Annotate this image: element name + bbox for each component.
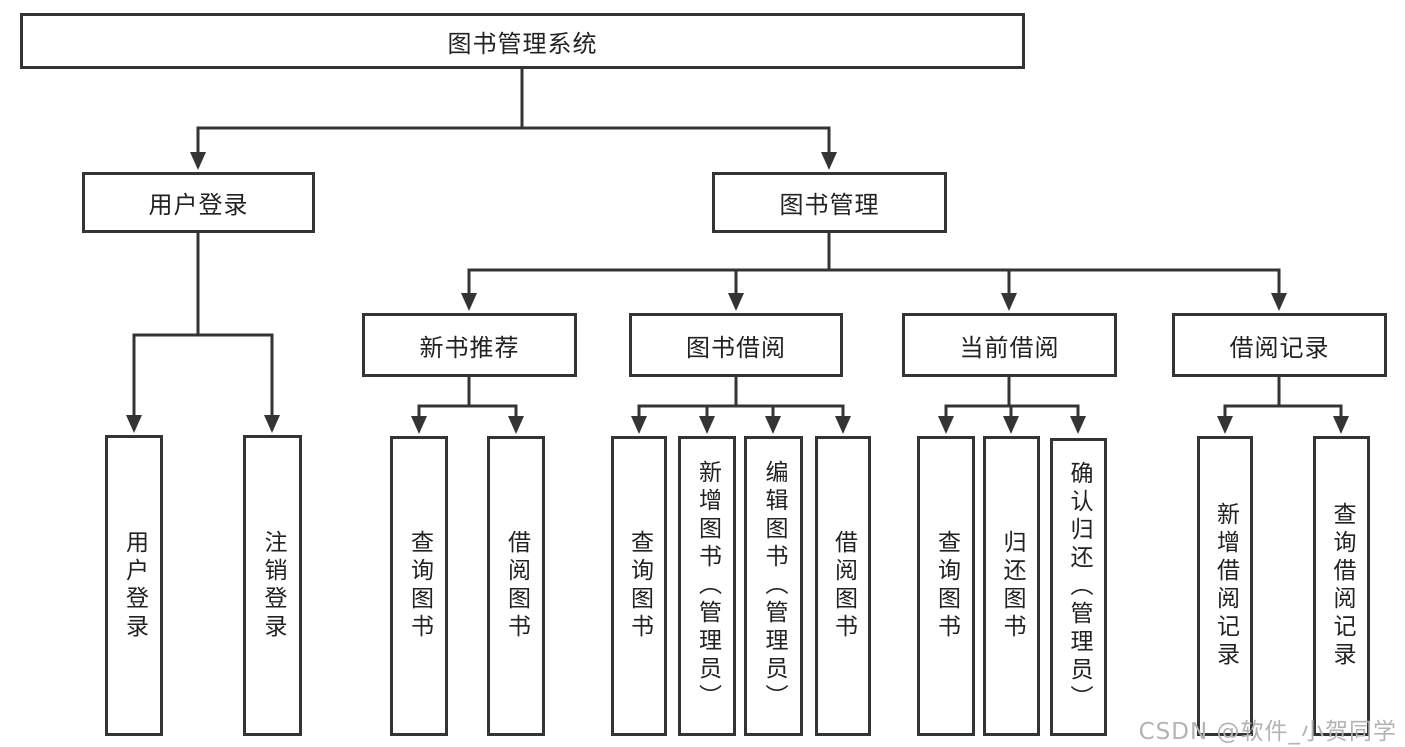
leaf-label: 归还图书	[999, 530, 1025, 642]
node-book-management: 图书管理	[712, 172, 947, 233]
leaf-label: 编辑图书（管理员）	[761, 460, 787, 712]
leaf-label: 新增借阅记录	[1212, 502, 1239, 670]
leaf-confirm-return-admin: 确认归还（管理员）	[1050, 438, 1107, 736]
leaf-query-borrow-record: 查询借阅记录	[1313, 436, 1370, 736]
connector-book-mgmt-to-level3	[461, 231, 1287, 311]
leaf-label: 用户登录	[121, 529, 148, 642]
leaf-borrow-books-2: 借阅图书	[815, 436, 871, 736]
connector-current-borrow-to-leaves	[938, 375, 1086, 434]
connector-borrow-records-to-leaves	[1217, 375, 1349, 434]
leaf-label: 查询图书	[406, 530, 433, 642]
leaf-label: 借阅图书	[503, 530, 530, 642]
leaf-label: 查询图书	[626, 530, 653, 642]
node-label: 当前借阅	[959, 333, 1060, 362]
node-current-borrowing: 当前借阅	[902, 313, 1117, 377]
node-label: 图书借阅	[686, 333, 786, 362]
node-book-borrowing: 图书借阅	[629, 313, 843, 377]
node-label: 图书管理系统	[447, 29, 598, 58]
leaf-query-books-2: 查询图书	[611, 436, 667, 736]
leaf-borrow-books-1: 借阅图书	[487, 436, 545, 736]
connector-new-books-to-leaves	[411, 375, 524, 434]
leaf-label: 确认归还（管理员）	[1066, 461, 1092, 713]
node-new-book-recommend: 新书推荐	[362, 313, 577, 377]
node-label: 图书管理	[779, 191, 880, 219]
leaf-label: 查询图书	[933, 530, 960, 642]
node-borrowing-records: 借阅记录	[1172, 313, 1387, 377]
leaf-add-book-admin: 新增图书（管理员）	[678, 436, 736, 736]
leaf-add-borrow-record: 新增借阅记录	[1197, 436, 1253, 736]
node-label: 借阅记录	[1229, 333, 1330, 362]
leaf-user-login: 用户登录	[105, 435, 163, 736]
leaf-label: 查询借阅记录	[1329, 502, 1355, 670]
leaf-edit-book-admin: 编辑图书（管理员）	[744, 436, 803, 736]
connector-user-login-to-leaves	[126, 231, 280, 433]
connector-root-to-level2	[190, 67, 837, 170]
node-label: 新书推荐	[419, 333, 520, 362]
leaf-return-book: 归还图书	[983, 436, 1040, 736]
connector-book-borrow-to-leaves	[631, 375, 851, 434]
leaf-query-books-1: 查询图书	[390, 436, 448, 736]
csdn-watermark: CSDN @软件_小贺同学	[1138, 719, 1397, 745]
leaf-query-books-3: 查询图书	[917, 436, 975, 736]
node-library-management-system: 图书管理系统	[20, 13, 1025, 69]
leaf-logout: 注销登录	[243, 435, 302, 736]
leaf-label: 注销登录	[260, 529, 286, 642]
leaf-label: 借阅图书	[830, 530, 857, 642]
node-label: 用户登录	[148, 191, 249, 219]
leaf-label: 新增图书（管理员）	[694, 460, 721, 712]
node-user-login: 用户登录	[82, 172, 315, 233]
